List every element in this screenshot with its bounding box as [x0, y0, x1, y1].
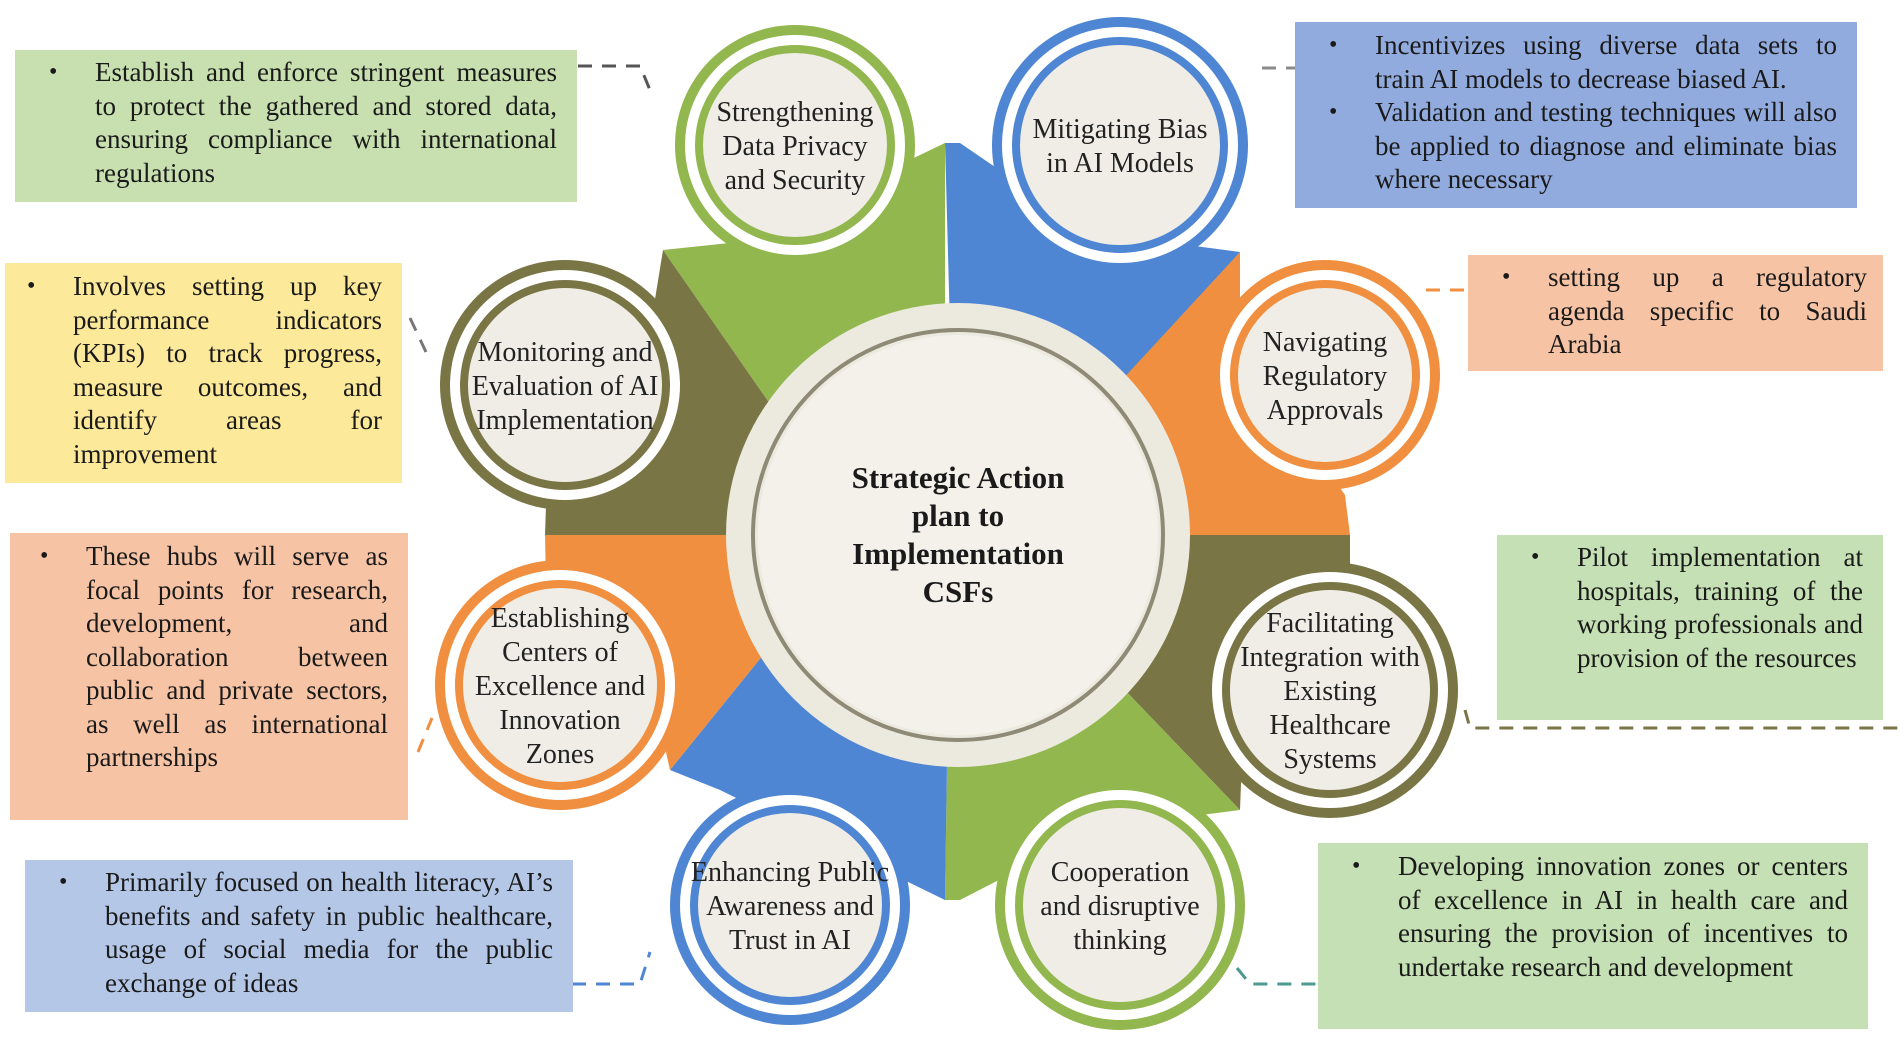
bias-bullet-1: Incentivizes using diverse data sets to …: [1329, 29, 1837, 96]
integration-bullet-1: Pilot implementation at hospitals, train…: [1531, 541, 1863, 675]
awareness-bullet-1: Primarily focused on health literacy, AI…: [59, 866, 553, 1000]
connector-privacy: [578, 64, 652, 91]
label-monitoring-line-1: Monitoring and: [478, 337, 653, 368]
connector-monitoring: [408, 317, 428, 353]
label-centers-line-4: Innovation: [499, 705, 620, 736]
bias-bullet-2: Validation and testing techniques will a…: [1329, 96, 1837, 197]
label-integration-line-1: Facilitating: [1266, 608, 1394, 639]
centers-bullet-1: These hubs will serve as focal points fo…: [40, 540, 388, 775]
label-regulatory-line-2: Regulatory: [1263, 361, 1387, 392]
disc-cooperation: [1023, 808, 1217, 1002]
connector-integration: [1463, 709, 1900, 730]
label-awareness-line-1: Enhancing Public: [691, 857, 889, 888]
box-regulatory: setting up a regulatory agenda specific …: [1468, 255, 1883, 371]
privacy-bullet-1: Establish and enforce stringent measures…: [49, 56, 557, 190]
label-bias-line-2: in AI Models: [1046, 148, 1194, 179]
label-cooperation-line-2: and disruptive: [1040, 891, 1199, 922]
center-title-line-4: CSFs: [923, 574, 994, 609]
center-title-line-3: Implementation: [852, 536, 1064, 571]
label-centers-line-3: Excellence and: [475, 671, 645, 702]
disc-centers: [463, 588, 657, 782]
label-awareness-line-2: Awareness and: [706, 891, 874, 922]
center-disc: [758, 335, 1158, 735]
label-integration-line-2: Integration with: [1240, 642, 1420, 673]
box-bias: Incentivizes using diverse data sets to …: [1295, 22, 1857, 208]
label-centers-line-5: Zones: [526, 739, 594, 770]
label-cooperation-line-3: thinking: [1073, 925, 1166, 956]
box-monitoring: Involves setting up key performance indi…: [5, 263, 402, 483]
box-awareness: Primarily focused on health literacy, AI…: [25, 860, 573, 1012]
monitoring-bullet-1: Involves setting up key performance indi…: [27, 270, 382, 471]
box-privacy: Establish and enforce stringent measures…: [15, 50, 577, 202]
box-centers: These hubs will serve as focal points fo…: [10, 533, 408, 820]
box-integration: Pilot implementation at hospitals, train…: [1497, 535, 1883, 720]
disc-regulatory: [1238, 288, 1412, 462]
box-cooperation: Developing innovation zones or centers o…: [1318, 843, 1868, 1029]
cooperation-bullet-1: Developing innovation zones or centers o…: [1352, 850, 1848, 984]
center-title-line-2: plan to: [912, 498, 1004, 533]
disc-bias: [1020, 45, 1220, 245]
label-bias-line-1: Mitigating Bias: [1033, 114, 1208, 145]
label-integration-line-5: Systems: [1283, 744, 1376, 775]
label-cooperation-line-1: Cooperation: [1051, 857, 1189, 888]
label-privacy-line-2: Data Privacy: [722, 131, 867, 162]
label-privacy-line-1: Strengthening: [716, 97, 873, 128]
disc-awareness: [698, 813, 882, 997]
regulatory-bullet-1: setting up a regulatory agenda specific …: [1502, 261, 1867, 362]
label-awareness-line-3: Trust in AI: [729, 925, 851, 956]
label-centers-line-1: Establishing: [491, 603, 629, 634]
label-integration-line-4: Healthcare: [1269, 710, 1390, 741]
center-title-line-1: Strategic Action: [852, 460, 1065, 495]
label-regulatory-line-3: Approvals: [1267, 395, 1384, 426]
connector-cooperation: [1235, 967, 1318, 986]
label-centers-line-2: Centers of: [502, 637, 619, 668]
label-integration-line-3: Existing: [1283, 676, 1376, 707]
connector-awareness: [572, 951, 652, 986]
connector-centers: [416, 717, 434, 753]
disc-privacy: [703, 53, 887, 237]
center-ring: [751, 328, 1165, 742]
label-monitoring-line-2: Evaluation of AI: [472, 371, 659, 402]
label-regulatory-line-1: Navigating: [1263, 327, 1387, 358]
label-privacy-line-3: and Security: [725, 165, 866, 196]
disc-monitoring: [468, 288, 662, 482]
disc-integration: [1230, 590, 1430, 790]
label-monitoring-line-3: Implementation: [476, 405, 653, 436]
